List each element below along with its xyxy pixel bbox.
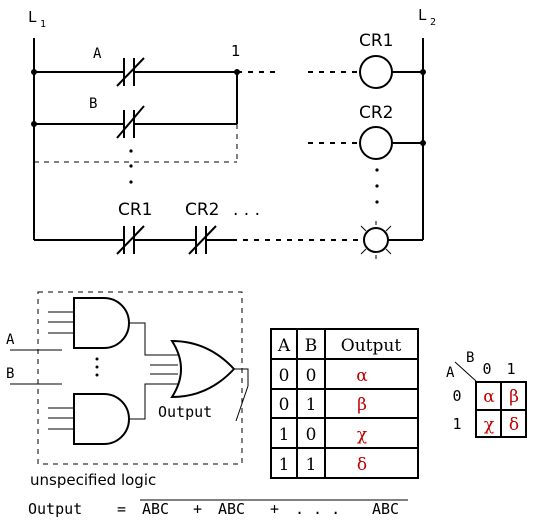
kmap-cell: δ (509, 415, 519, 435)
coil-cr1-label: CR1 (359, 31, 394, 51)
unspecified-logic-border (37, 291, 243, 465)
output-equation: Output = ABC + ABC + . . . ABC (28, 499, 408, 518)
equation-term-3: ABC (372, 500, 399, 518)
truth-table-header-a: A (277, 336, 291, 356)
svg-text:α: α (356, 366, 368, 386)
input-b-label: B (6, 366, 14, 382)
logic-box: unspecified logic A B Output (6, 291, 249, 489)
coil-unknown-icon (363, 227, 389, 253)
unspecified-logic-caption: unspecified logic (30, 471, 156, 489)
truth-table-row: 1 1 δ (279, 455, 368, 475)
kmap-cell: α (483, 387, 495, 407)
equation-equals: = (117, 500, 126, 518)
equation-plus-1: + (193, 500, 202, 518)
node-1-label: 1 (231, 42, 241, 60)
rung-2: B (31, 72, 238, 163)
or-gate-icon (170, 339, 236, 399)
equation-plus-2: + (270, 500, 279, 518)
truth-table-row: 0 0 α (279, 366, 369, 386)
input-a-label: A (6, 332, 15, 348)
kmap-cell: β (509, 387, 519, 407)
svg-text:1: 1 (306, 395, 317, 415)
truth-table-row: 1 0 χ (279, 425, 368, 445)
svg-text:0: 0 (279, 395, 290, 415)
svg-text:1: 1 (306, 455, 317, 475)
svg-text:δ: δ (357, 455, 367, 475)
coil-cr2-label: CR2 (359, 103, 394, 123)
and-gate-bottom-icon (73, 393, 130, 445)
contact-cr1-label: CR1 (118, 200, 153, 220)
svg-text:0: 0 (279, 366, 290, 386)
svg-text:β: β (357, 395, 367, 415)
output-label: Output (158, 403, 212, 421)
equation-ellipsis: . . . (295, 500, 340, 518)
rail-right-subscript: 2 (430, 17, 436, 28)
truth-table: A B Output 0 0 α 0 1 β 1 0 χ 1 1 δ (270, 328, 419, 479)
kmap-col-label: 0 (482, 360, 491, 378)
contact-b-label: B (89, 96, 97, 112)
svg-text:1: 1 (279, 425, 290, 445)
rail-left-subscript: 1 (40, 19, 46, 30)
kmap-col-label: 1 (506, 360, 515, 378)
rung-1: A 1 CR1 (31, 31, 426, 89)
contact-cr2-label: CR2 (185, 200, 220, 220)
rail-right-label: L (418, 6, 427, 24)
kmap-var-a: A (446, 365, 455, 381)
kmap-var-b: B (466, 350, 474, 366)
svg-text:χ: χ (357, 425, 367, 445)
svg-text:1: 1 (279, 455, 290, 475)
equation-term-1: ABC (142, 500, 169, 518)
contact-a-label: A (93, 46, 102, 62)
ladder-diagram: L 1 L 2 A 1 CR1 (28, 6, 436, 259)
kmap-row-label: 1 (452, 415, 461, 433)
rung-cr2-coil: CR2 (308, 103, 426, 160)
and-gate-top-icon (73, 297, 130, 349)
rail-left-label: L (28, 8, 37, 26)
truth-table-row: 0 1 β (279, 395, 367, 415)
equation-lhs: Output (28, 500, 82, 518)
coil-cr2-icon (359, 126, 393, 160)
kmap-cell: χ (484, 415, 494, 435)
truth-table-header-b: B (305, 336, 318, 356)
ladder-vertical-ellipsis (129, 149, 379, 204)
kmap-row-label: 0 (452, 387, 461, 405)
karnaugh-map: A B 0 1 0 1 α β χ δ (446, 350, 527, 438)
svg-text:0: 0 (306, 425, 317, 445)
svg-text:0: 0 (306, 366, 317, 386)
equation-term-2: ABC (218, 500, 245, 518)
coil-cr1-icon (359, 55, 393, 89)
ladder-horizontal-ellipsis: . . . (233, 200, 260, 220)
rung-bottom: CR1 CR2 . . . (34, 200, 423, 259)
truth-table-header-output: Output (341, 336, 402, 356)
